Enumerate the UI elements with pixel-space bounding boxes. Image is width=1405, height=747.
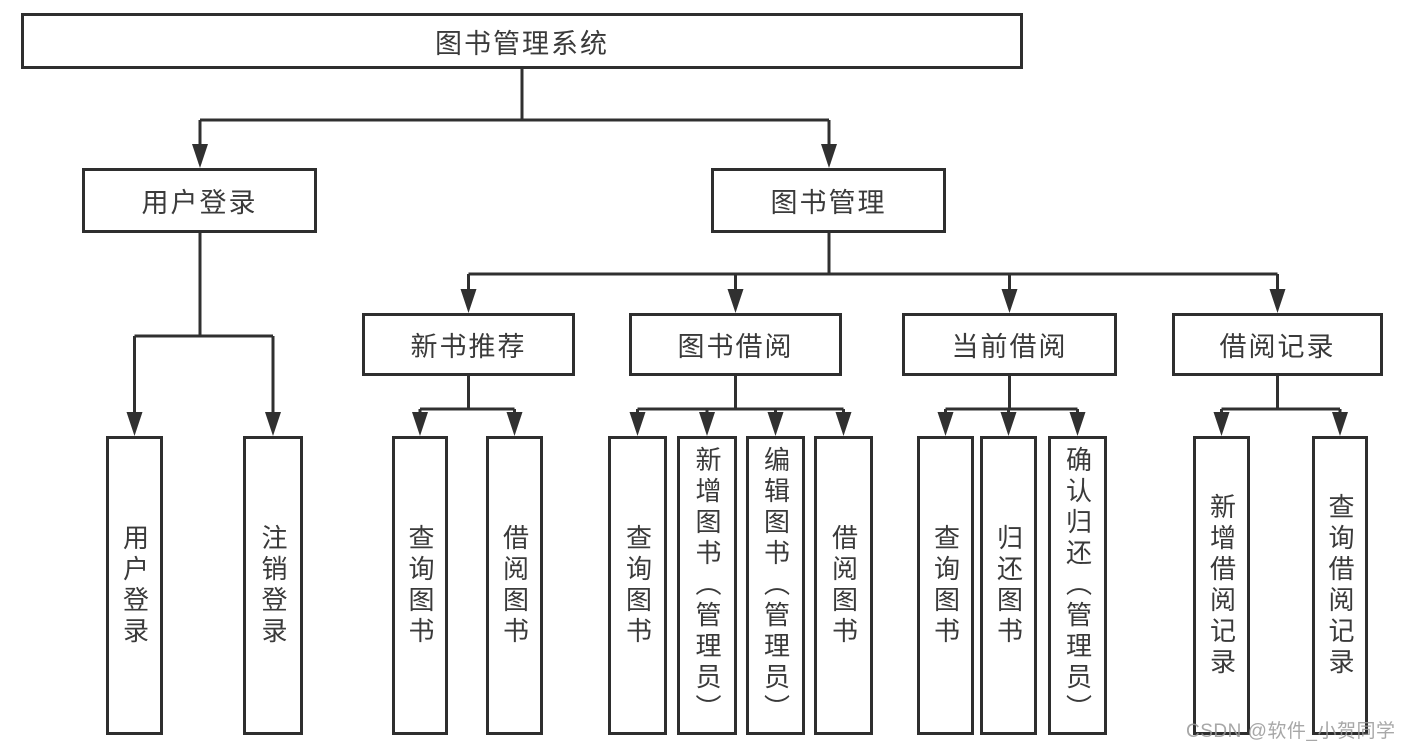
leaf-current-return-books: 归还图书 <box>980 436 1037 735</box>
leaf-records-add-record: 新增借阅记录 <box>1193 436 1250 735</box>
leaf-borrowing-add-books-admin: 新增图书（管理员） <box>677 436 737 735</box>
leaf-borrowing-borrow-books-label: 借阅图书 <box>828 523 859 648</box>
leaf-recommend-borrow-books: 借阅图书 <box>486 436 543 735</box>
node-new-book-recommend-label: 新书推荐 <box>410 332 527 362</box>
leaf-user-login: 用户登录 <box>106 436 163 735</box>
edges-root-to-level2 <box>192 69 837 168</box>
leaf-current-return-books-label: 归还图书 <box>993 523 1024 648</box>
leaf-current-query-books-label: 查询图书 <box>930 523 961 648</box>
leaf-borrowing-query-books-label: 查询图书 <box>622 523 653 648</box>
edges-user-login-to-leaves <box>126 233 281 436</box>
node-book-management: 图书管理 <box>711 168 946 233</box>
leaf-recommend-borrow-books-label: 借阅图书 <box>499 523 530 648</box>
leaf-logout-label: 注销登录 <box>258 523 288 648</box>
leaf-borrowing-borrow-books: 借阅图书 <box>814 436 873 735</box>
csdn-watermark: CSDN @软件_小贺同学 <box>1186 721 1396 742</box>
node-current-borrowing: 当前借阅 <box>902 313 1117 376</box>
leaf-current-confirm-return-admin: 确认归还（管理员） <box>1048 436 1107 735</box>
leaf-recommend-query-books-label: 查询图书 <box>405 523 435 648</box>
node-user-login: 用户登录 <box>82 168 317 233</box>
leaf-user-login-label: 用户登录 <box>119 523 150 648</box>
node-borrowing-records: 借阅记录 <box>1172 313 1383 376</box>
node-current-borrowing-label: 当前借阅 <box>951 332 1068 362</box>
leaf-records-query-record: 查询借阅记录 <box>1312 436 1368 735</box>
leaf-borrowing-edit-books-admin: 编辑图书（管理员） <box>746 436 805 735</box>
node-root: 图书管理系统 <box>21 13 1023 69</box>
node-book-management-label: 图书管理 <box>770 188 887 218</box>
edges-current-borrowing-to-leaves <box>937 376 1086 436</box>
leaf-borrowing-add-books-admin-label: 新增图书（管理员） <box>692 446 722 725</box>
node-new-book-recommend: 新书推荐 <box>362 313 575 376</box>
leaf-borrowing-query-books: 查询图书 <box>608 436 667 735</box>
leaf-records-query-record-label: 查询借阅记录 <box>1325 492 1355 679</box>
node-borrowing-records-label: 借阅记录 <box>1219 332 1336 362</box>
node-book-borrowing-label: 图书借阅 <box>677 332 794 362</box>
leaf-current-confirm-return-admin-label: 确认归还（管理员） <box>1062 446 1093 725</box>
edges-new-book-recommend-to-leaves <box>412 376 523 436</box>
edges-book-borrowing-to-leaves <box>629 376 852 436</box>
leaf-recommend-query-books: 查询图书 <box>392 436 448 735</box>
edges-book-management-to-level3 <box>460 233 1286 313</box>
leaf-current-query-books: 查询图书 <box>917 436 974 735</box>
edges-borrowing-records-to-leaves <box>1213 376 1348 436</box>
leaf-borrowing-edit-books-admin-label: 编辑图书（管理员） <box>760 446 791 725</box>
node-root-label: 图书管理系统 <box>435 28 609 59</box>
leaf-logout: 注销登录 <box>243 436 303 735</box>
leaf-records-add-record-label: 新增借阅记录 <box>1206 492 1237 679</box>
node-user-login-label: 用户登录 <box>141 188 258 218</box>
node-book-borrowing: 图书借阅 <box>629 313 842 376</box>
